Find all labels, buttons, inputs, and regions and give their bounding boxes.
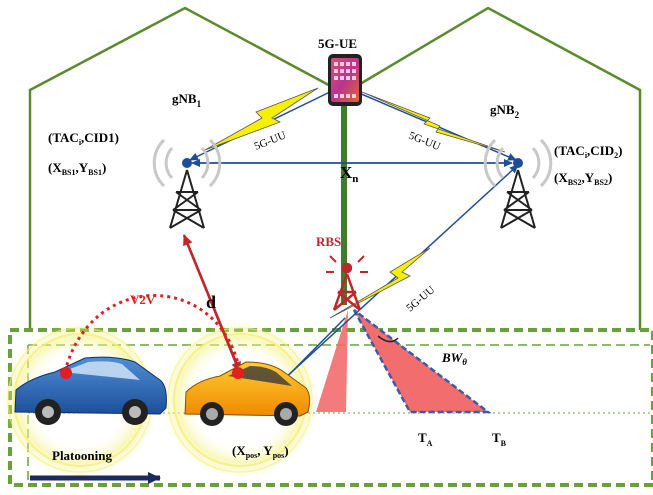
uu-label-gnb2: 5G-UU bbox=[407, 130, 442, 154]
xn-label: Xn bbox=[340, 163, 358, 185]
gnb2-tower bbox=[483, 138, 553, 229]
left-building bbox=[28, 6, 339, 330]
distance-label: d bbox=[206, 292, 216, 312]
platooning-label: Platooning bbox=[52, 448, 112, 463]
ue-phone-icon bbox=[328, 54, 362, 106]
bolt-gnb2 bbox=[361, 91, 506, 153]
v2v-label: V2V bbox=[130, 292, 156, 307]
pos-label: (Xpos, Ypos) bbox=[232, 443, 289, 460]
link-distance-d-back bbox=[184, 239, 242, 373]
v2v-endpoint-yellow bbox=[232, 367, 244, 379]
link-car-gnb2 bbox=[271, 164, 519, 391]
bw-angle-arc bbox=[377, 335, 399, 343]
gnb2-label: gNB2 bbox=[490, 102, 520, 120]
gnb1-label: gNB1 bbox=[172, 91, 202, 109]
uu-bolts bbox=[204, 87, 506, 319]
bs1-coord-label: (XBS1,YBS1) bbox=[48, 160, 106, 177]
rbs-label: RBS bbox=[316, 234, 341, 249]
bw-label: BWθ bbox=[441, 350, 467, 367]
link-v2v bbox=[63, 294, 242, 373]
beam-right bbox=[352, 309, 492, 414]
links bbox=[30, 89, 519, 484]
bolt-gnb1 bbox=[204, 87, 319, 151]
ta-label: TA bbox=[418, 430, 433, 448]
ue-label: 5G-UE bbox=[318, 36, 357, 51]
gnb1-tower bbox=[152, 138, 222, 229]
uu-label-gnb1: 5G-UU bbox=[253, 129, 288, 153]
uu-label-car: 5G-UU bbox=[404, 284, 437, 314]
right-building bbox=[349, 6, 642, 330]
bolt-car bbox=[329, 247, 431, 319]
bs1-tac-label: (TACi,CID1) bbox=[48, 130, 119, 147]
beam-left bbox=[316, 310, 348, 412]
v2v-endpoint-blue bbox=[60, 367, 72, 379]
rbs-beams bbox=[316, 309, 492, 414]
rbs-tower bbox=[326, 255, 368, 311]
yellow-car-icon bbox=[184, 361, 311, 426]
building-outlines bbox=[28, 6, 642, 330]
bs2-coord-label: (XBS2,YBS2) bbox=[554, 170, 612, 187]
bs2-tac-label: (TACi,CID2) bbox=[554, 143, 622, 160]
tb-label: TB bbox=[492, 430, 507, 448]
blue-car-icon bbox=[14, 356, 167, 425]
